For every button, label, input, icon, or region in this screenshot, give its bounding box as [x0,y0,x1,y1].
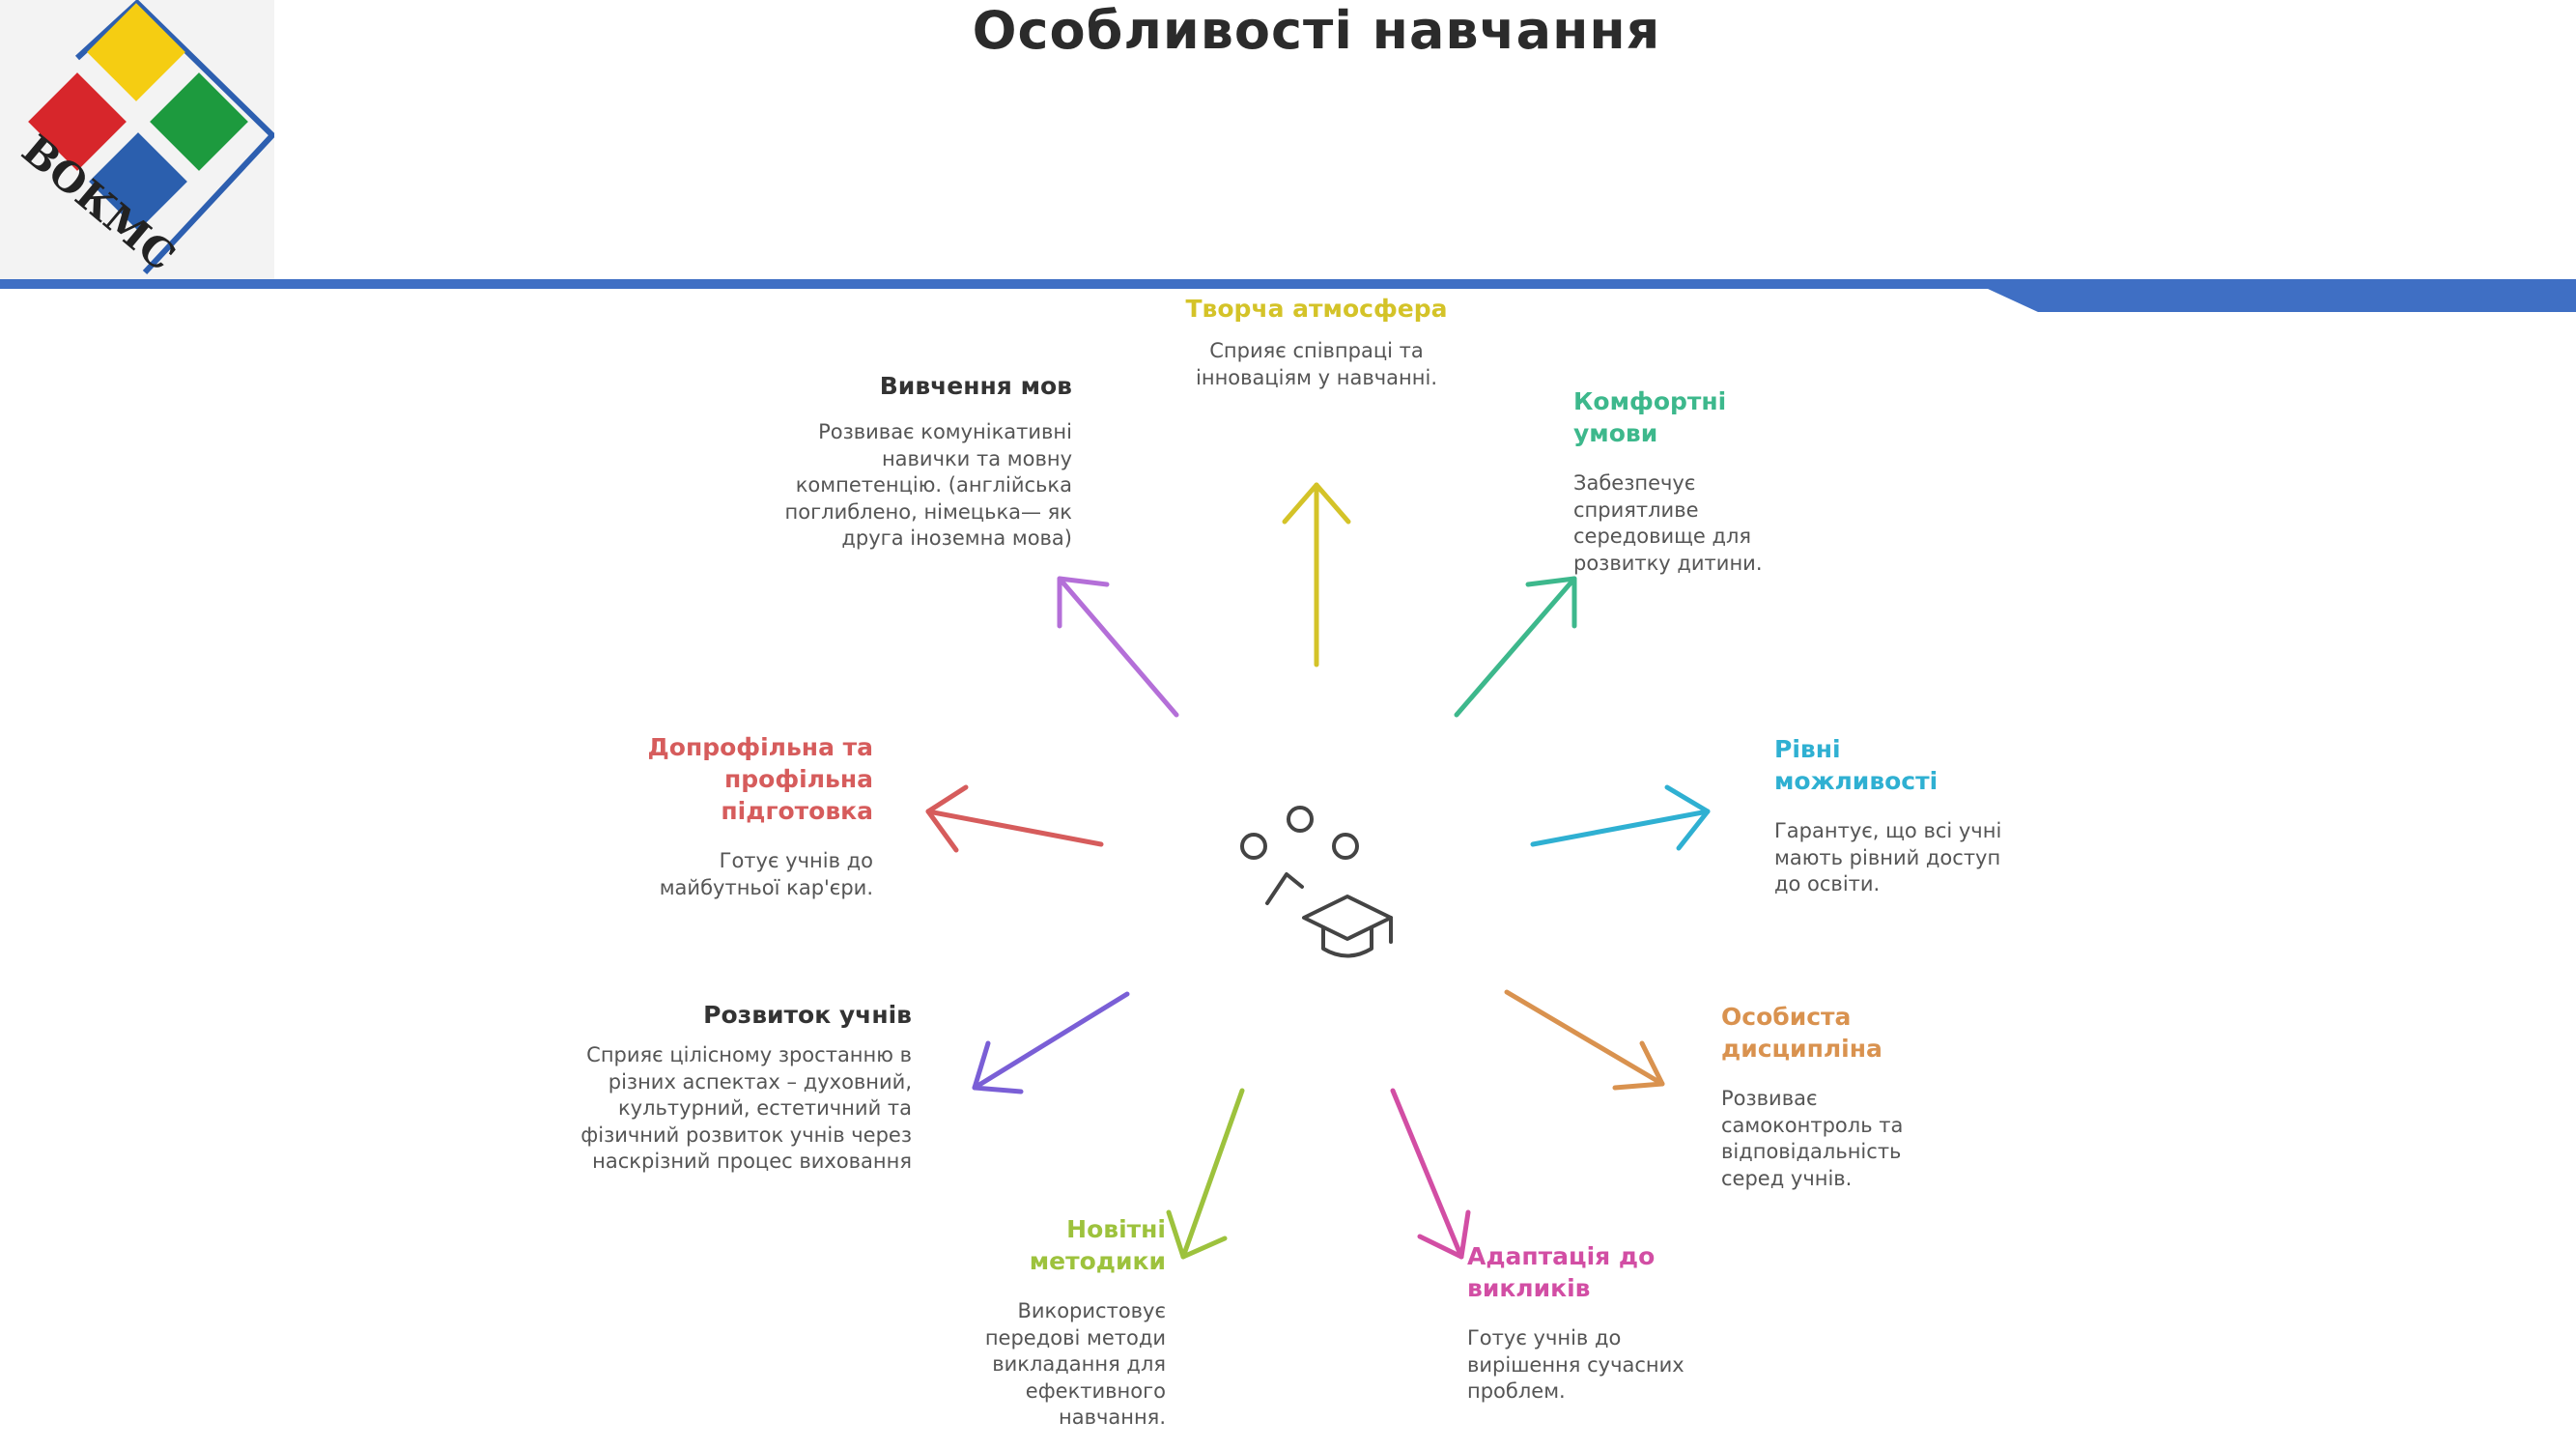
item-desc: Гарантує, що всі учні мають рівний досту… [1774,819,2002,895]
item-desc: Готує учнів до вирішення сучасних пробле… [1467,1326,1684,1403]
logo: ВОКМС [0,0,274,279]
item-equal-opportunities: Рівні можливості Гарантує, що всі учні м… [1774,733,2025,898]
students-graduation-icon [1240,806,1393,958]
item-language-learning: Вивчення мов Розвиває комунікативні нави… [763,370,1072,553]
item-desc: Готує учнів до майбутньої кар'єри. [659,849,873,899]
item-title: Особиста дисципліна [1721,1003,1882,1063]
item-student-development: Розвиток учнів Сприяє цілісному зростанн… [564,999,912,1176]
item-creative-atmosphere: Творча атмосфера Сприяє співпраці та інн… [1157,293,1476,391]
item-desc: Сприяє цілісному зростанню в різних аспе… [580,1043,912,1173]
item-title: Розвиток учнів [703,1001,912,1029]
item-title: Адаптація до викликів [1467,1242,1656,1302]
item-title: Допрофільна та профільна підготовка [647,733,873,825]
item-desc: Забезпечує сприятливе середовище для роз… [1573,471,1763,575]
item-title: Творча атмосфера [1185,295,1448,323]
arrow-up-icon [1282,482,1351,668]
item-new-methods: Новітні методики Використовує передові м… [973,1213,1166,1432]
arrow-down-icon [1166,1088,1245,1260]
item-title: Вивчення мов [879,372,1072,400]
arrow-left-icon [925,784,1104,853]
arrow-up-left-icon [1057,576,1179,718]
item-title: Новітні методики [1029,1215,1166,1275]
item-title: Комфортні умови [1573,387,1727,447]
page-title: Особливості навчання [972,0,1661,61]
item-adaptation: Адаптація до викликів Готує учнів до вир… [1467,1240,1709,1406]
logo-graphic: ВОКМС [14,0,274,279]
arrow-down-left-icon [972,991,1130,1094]
item-desc: Сприяє співпраці та інноваціям у навчанн… [1196,339,1437,389]
item-title: Рівні можливості [1774,735,1939,795]
item-personal-discipline: Особиста дисципліна Розвиває самоконтрол… [1721,1001,1924,1192]
item-profile-training: Допрофільна та профільна підготовка Готу… [632,731,873,901]
arrow-down-right-icon [1504,989,1665,1091]
arrow-right-icon [1530,784,1711,851]
item-desc: Розвиває комунікативні навички та мовну … [784,420,1072,550]
header-bar [0,279,2576,312]
arrow-up-right-icon [1454,576,1577,718]
arrow-down-icon [1390,1088,1471,1260]
item-desc: Розвиває самоконтроль та відповідальніст… [1721,1087,1904,1190]
item-comfortable-conditions: Комфортні умови Забезпечує сприятливе се… [1573,385,1796,577]
item-desc: Використовує передові методи викладання … [984,1299,1166,1429]
